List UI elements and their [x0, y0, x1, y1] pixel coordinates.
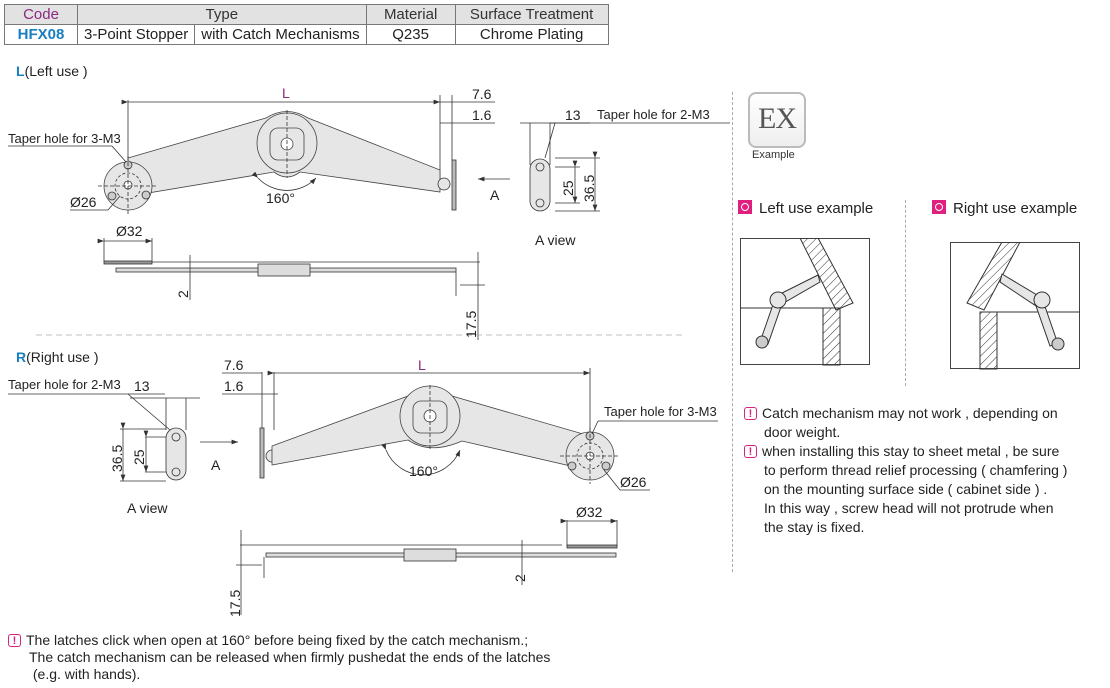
left-dim-36-5: 36.5	[581, 175, 597, 202]
right-dim-angle: 160°	[409, 463, 438, 479]
note-line: The latches click when open at 160° befo…	[26, 632, 529, 648]
example-caption: Example	[752, 149, 795, 161]
header-code: Code	[4, 4, 78, 25]
left-a-view: A view	[535, 232, 576, 248]
left-arrow-A: A	[490, 187, 500, 203]
left-use-example-diagram	[740, 238, 870, 366]
example-badge-icon: EX	[748, 92, 806, 148]
note-line: Catch mechanism may not work , depending…	[762, 405, 1058, 421]
cell-type-b: with Catch Mechanisms	[194, 24, 367, 45]
right-dim-L: L	[418, 357, 426, 373]
pink-marker-icon	[932, 200, 946, 214]
warning-icon: !	[8, 634, 21, 647]
left-use-text: (Left use )	[24, 63, 88, 79]
note-line: when installing this stay to sheet metal…	[762, 443, 1060, 459]
note-bottom: ! The latches click when open at 160° bef…	[8, 632, 708, 683]
right-stay-top-view	[8, 368, 718, 615]
right-arrow-A: A	[211, 457, 221, 473]
left-use-prefix: L	[16, 63, 25, 79]
cell-type-a: 3-Point Stopper	[76, 24, 196, 45]
right-dim-13: 13	[134, 378, 150, 394]
right-a-view: A view	[127, 500, 168, 516]
note-line: (e.g. with hands).	[29, 666, 141, 682]
header-material: Material	[365, 4, 456, 25]
note-line: In this way , screw head will not protru…	[764, 500, 1054, 516]
spec-table: Code Type Material Surface Treatment HFX…	[4, 4, 609, 45]
spec-table-row: HFX08 3-Point Stopper with Catch Mechani…	[4, 24, 609, 45]
right-dim-2: 2	[512, 574, 528, 582]
left-use-example-text: Left use example	[759, 200, 874, 217]
left-dim-17-5: 17.5	[463, 311, 479, 338]
right-use-example-text: Right use example	[953, 200, 1078, 217]
warning-icon: !	[744, 407, 757, 420]
right-use-example-diagram	[950, 242, 1080, 370]
left-taper3-label: Taper hole for 3-M3	[8, 131, 121, 146]
cell-material: Q235	[365, 24, 456, 45]
cell-surface: Chrome Plating	[454, 24, 609, 45]
header-type: Type	[77, 4, 367, 25]
left-dim-dia26: Ø26	[70, 194, 97, 210]
technical-drawing: L 7.6 1.6 13 Taper hole for 2-M3 Taper h…	[8, 85, 730, 617]
left-dim-25: 25	[560, 180, 576, 196]
left-dim-7-6: 7.6	[472, 86, 492, 102]
left-dim-dia32: Ø32	[116, 223, 143, 239]
right-dim-dia32: Ø32	[576, 504, 603, 520]
note-line: door weight.	[764, 424, 841, 440]
right-taper2-label: Taper hole for 2-M3	[8, 377, 121, 392]
right-use-title: R(Right use )	[16, 349, 98, 365]
left-dim-angle: 160°	[266, 190, 295, 206]
left-dim-1-6: 1.6	[472, 107, 492, 123]
cell-code: HFX08	[4, 24, 78, 45]
notes-right: ! Catch mechanism may not work , dependin…	[744, 404, 1110, 537]
left-dim-L: L	[282, 85, 290, 101]
spec-table-header: Code Type Material Surface Treatment	[4, 4, 609, 25]
left-use-example-label: Left use example	[738, 200, 873, 217]
note-item: ! Catch mechanism may not work , dependin…	[744, 404, 1110, 423]
note-line: on the mounting surface side ( cabinet s…	[764, 481, 1048, 497]
left-dim-13: 13	[565, 107, 581, 123]
warning-icon: !	[744, 445, 757, 458]
right-dim-dia26: Ø26	[620, 474, 647, 490]
example-separator	[905, 200, 906, 386]
right-taper3-label: Taper hole for 3-M3	[604, 404, 717, 419]
right-dim-7-6: 7.6	[224, 357, 244, 373]
left-use-title: L(Left use )	[16, 63, 88, 79]
right-use-text: (Right use )	[26, 349, 99, 365]
panel-separator	[732, 92, 733, 572]
left-stay-top-view	[8, 95, 730, 340]
right-dim-36-5: 36.5	[109, 445, 125, 472]
note-item: ! when installing this stay to sheet meta…	[744, 442, 1110, 461]
right-dim-1-6: 1.6	[224, 378, 244, 394]
right-dim-17-5: 17.5	[227, 590, 243, 617]
left-dim-2: 2	[175, 290, 191, 298]
right-use-prefix: R	[16, 349, 27, 365]
left-taper2-label: Taper hole for 2-M3	[597, 107, 710, 122]
right-use-example-label: Right use example	[932, 200, 1077, 217]
note-line: to perform thread relief processing ( ch…	[764, 462, 1068, 478]
pink-marker-icon	[738, 200, 752, 214]
note-line: the stay is fixed.	[764, 519, 865, 535]
note-line: The catch mechanism can be released when…	[29, 649, 551, 665]
right-dim-25: 25	[131, 449, 147, 465]
